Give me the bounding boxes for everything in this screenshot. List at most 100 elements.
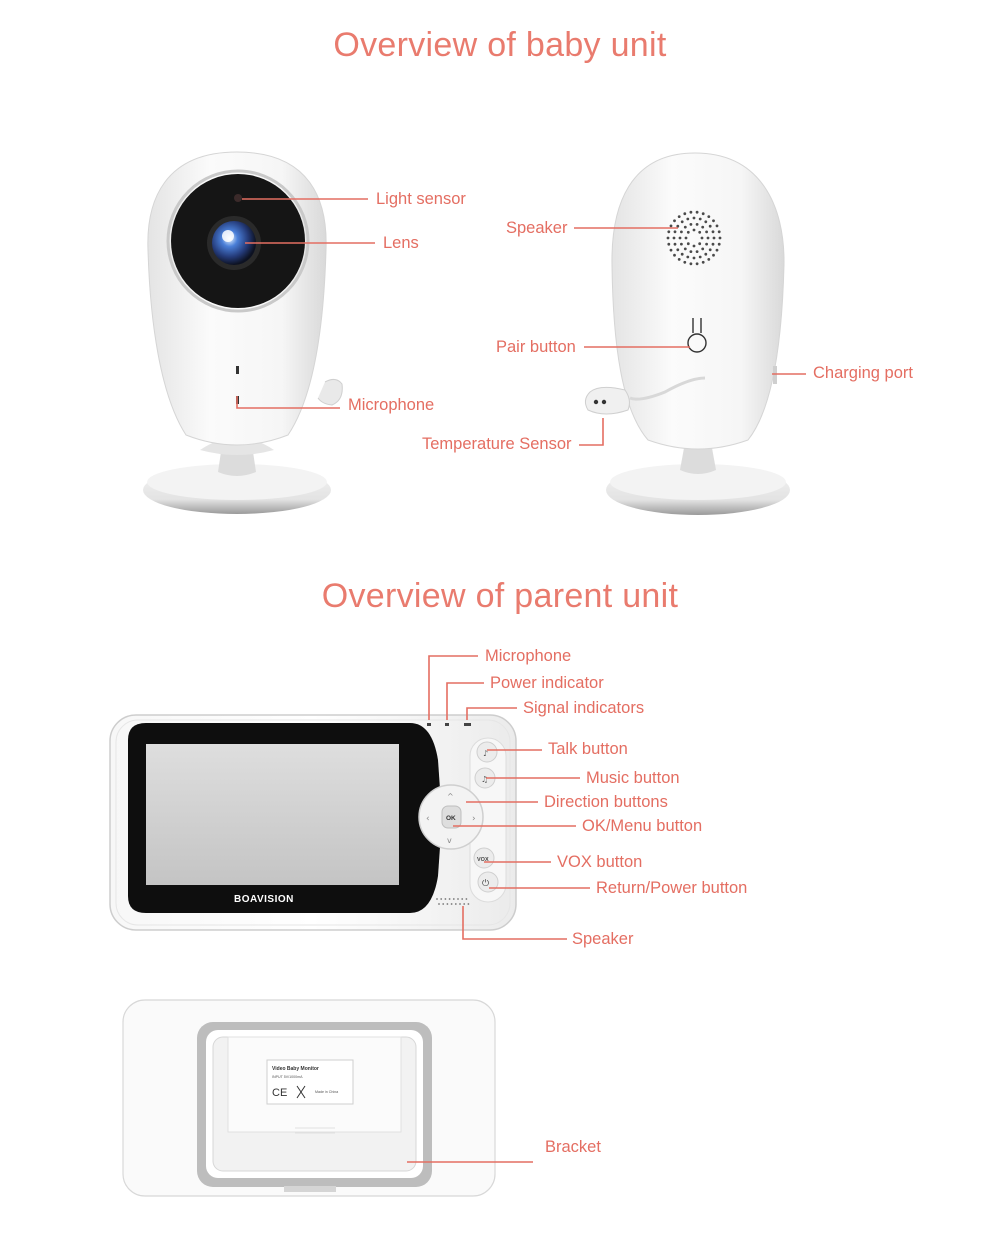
talk-icon: ♪ <box>483 749 488 758</box>
speaker-hole <box>673 253 676 257</box>
speaker-hole <box>708 248 712 252</box>
label-direction-buttons: Direction buttons <box>544 793 668 811</box>
power-icon: ⏻ <box>482 878 489 889</box>
speaker-hole <box>684 236 688 240</box>
label-lens: Lens <box>383 234 419 252</box>
speaker-hole <box>683 212 687 216</box>
status-led <box>236 366 239 374</box>
speaker-grille-parent <box>436 898 470 905</box>
rating-label-title: Video Baby Monitor <box>272 1066 319 1072</box>
camera-back-body <box>611 152 785 450</box>
rating-label <box>266 1059 354 1105</box>
speaker-hole <box>680 252 684 256</box>
up-arrow-icon: ^ <box>447 792 454 801</box>
parent-unit-back: Video Baby Monitor INPUT 5V/1000mA CE Ma… <box>122 999 496 1197</box>
label-ok-menu-button: OK/Menu button <box>582 817 703 835</box>
speaker-hole <box>676 224 680 228</box>
label-vox-button: VOX button <box>557 853 643 871</box>
speaker-hole <box>686 255 690 259</box>
ok-key-label: OK <box>446 815 456 822</box>
label-talk-button: Talk button <box>548 740 628 758</box>
speaker-hole <box>669 248 673 252</box>
speaker-hole <box>452 898 455 900</box>
light-sensor <box>234 194 242 202</box>
speaker-hole <box>450 903 453 905</box>
speaker-hole <box>711 230 715 234</box>
speaker-hole <box>704 220 708 224</box>
speaker-hole <box>711 242 715 246</box>
speaker-hole <box>689 250 693 254</box>
speaker-hole <box>689 223 693 226</box>
speaker-hole <box>701 225 705 229</box>
baby-unit-title: Overview of baby unit <box>333 26 667 64</box>
down-arrow-icon: v <box>447 836 452 845</box>
return-power-button[interactable] <box>477 871 499 893</box>
speaker-hole <box>467 903 470 905</box>
speaker-hole <box>701 212 705 216</box>
speaker-hole <box>454 903 457 905</box>
speaker-hole <box>708 224 712 228</box>
pair-button <box>687 333 707 353</box>
ok-button[interactable] <box>441 805 462 829</box>
speaker-hole <box>705 242 708 246</box>
speaker-hole <box>698 230 702 234</box>
origin-text: Made in China <box>315 1090 338 1094</box>
vox-button[interactable] <box>473 847 495 869</box>
monitor-screen <box>146 744 399 885</box>
music-icon: ♫ <box>481 775 488 784</box>
label-speaker-baby: Speaker <box>506 219 568 237</box>
brand-logo: BOAVISION <box>234 894 294 905</box>
label-music-button: Music button <box>586 769 680 787</box>
speaker-hole <box>673 242 677 246</box>
label-light-sensor: Light sensor <box>376 190 466 208</box>
speaker-hole <box>712 219 715 223</box>
speaker-hole <box>666 236 670 240</box>
speaker-hole <box>686 230 690 234</box>
speaker-grille <box>666 210 722 266</box>
label-microphone-parent: Microphone <box>485 647 572 665</box>
signal-leds <box>464 723 471 726</box>
talk-button[interactable] <box>476 741 498 763</box>
speaker-hole <box>680 242 683 246</box>
power-led <box>445 723 449 726</box>
speaker-hole <box>442 903 445 905</box>
speaker-hole <box>438 903 440 905</box>
speaker-hole <box>706 236 710 240</box>
right-arrow-icon: › <box>472 814 476 824</box>
speaker-hole <box>667 242 671 246</box>
label-power-indicator: Power indicator <box>490 674 604 692</box>
speaker-hole <box>457 898 459 900</box>
left-arrow-icon: ‹ <box>426 814 430 824</box>
speaker-hole <box>707 215 711 219</box>
speaker-hole <box>712 236 716 240</box>
speaker-hole <box>686 217 690 221</box>
vox-key-label: VOX <box>477 857 489 863</box>
speaker-hole <box>707 258 711 261</box>
temperature-cable <box>629 376 706 401</box>
speaker-hole <box>704 252 708 256</box>
speaker-hole <box>695 210 699 214</box>
speaker-hole <box>715 224 719 228</box>
speaker-hole <box>698 255 702 259</box>
speaker-hole <box>701 247 705 251</box>
speaker-hole <box>718 236 722 240</box>
label-signal-indicators: Signal indicators <box>523 699 645 717</box>
label-speaker-parent: Speaker <box>572 930 634 948</box>
camera-lens <box>212 221 256 265</box>
speaker-hole <box>463 903 466 905</box>
speaker-hole <box>700 236 704 240</box>
speaker-hole <box>705 230 708 234</box>
microphone-hole-parent <box>427 723 431 726</box>
speaker-hole <box>677 215 681 219</box>
baby-unit-front <box>143 151 343 514</box>
label-temperature-sensor: Temperature Sensor <box>422 435 572 453</box>
speaker-hole <box>673 230 677 234</box>
parent-unit-title: Overview of parent unit <box>321 577 679 615</box>
speaker-hole <box>701 260 705 264</box>
speaker-hole <box>692 256 696 260</box>
temperature-sensor <box>584 386 630 415</box>
speaker-hole <box>676 248 680 252</box>
speaker-hole <box>436 898 438 900</box>
speaker-hole <box>698 217 702 221</box>
